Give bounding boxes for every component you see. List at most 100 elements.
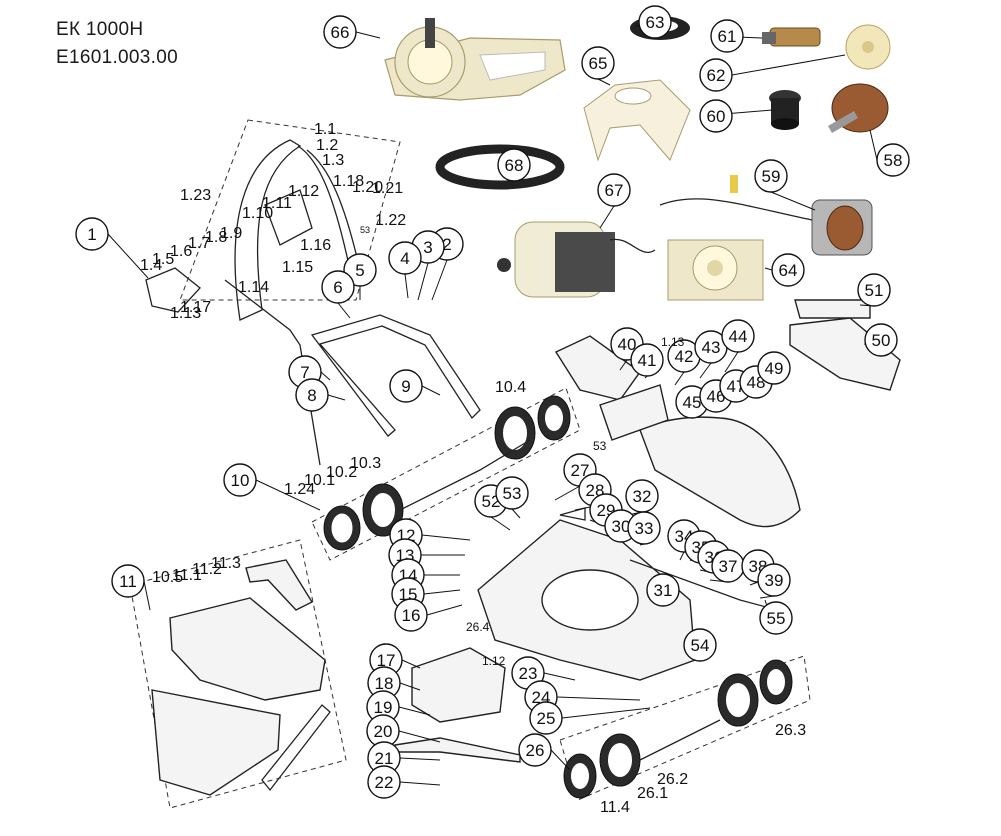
callout-number: 64 bbox=[779, 261, 798, 280]
leader-line bbox=[869, 129, 878, 161]
part-number: 1.20 bbox=[352, 179, 383, 196]
leader-line bbox=[724, 351, 739, 373]
callout-26: 26 bbox=[518, 733, 552, 767]
callout-circle bbox=[597, 173, 631, 207]
callout-circle bbox=[321, 270, 355, 304]
callout-22: 22 bbox=[367, 765, 401, 799]
housing-photo bbox=[667, 239, 764, 301]
callout-circle bbox=[75, 217, 109, 251]
leader-line bbox=[511, 508, 521, 519]
callout-number: 18 bbox=[375, 674, 394, 693]
callout-circle bbox=[721, 319, 755, 353]
callout-number: 33 bbox=[635, 519, 654, 538]
callout-circle bbox=[627, 511, 661, 545]
leader-line bbox=[399, 781, 441, 786]
callout-circle bbox=[771, 253, 805, 287]
callout-circle bbox=[323, 15, 357, 49]
leader-line bbox=[770, 191, 816, 211]
callout-42: 42 bbox=[667, 339, 701, 373]
leader-line bbox=[556, 696, 641, 701]
part-number: 1.12 bbox=[482, 654, 506, 668]
part-number: 1.4 bbox=[140, 257, 162, 274]
callout-30: 30 bbox=[604, 509, 638, 543]
callout-number: 19 bbox=[374, 698, 393, 717]
callout-number: 2 bbox=[442, 235, 451, 254]
part-number: 11.1 bbox=[172, 567, 202, 584]
callout-51: 51 bbox=[857, 273, 891, 307]
front-wheel-left bbox=[323, 505, 361, 551]
callout-41: 41 bbox=[630, 343, 664, 377]
part-number: 10.3 bbox=[350, 455, 381, 472]
callout-number: 5 bbox=[355, 261, 364, 280]
leader-line bbox=[320, 371, 331, 381]
callout-circle bbox=[683, 628, 717, 662]
model-name: ЕК 1000Н bbox=[56, 19, 144, 40]
callout-number: 53 bbox=[503, 484, 522, 503]
callout-number: 37 bbox=[719, 557, 738, 576]
front-wheel-right bbox=[362, 483, 404, 537]
part-number: 1.23 bbox=[180, 187, 211, 204]
callout-67: 67 bbox=[597, 173, 631, 207]
leader-line bbox=[143, 580, 151, 611]
callout-18: 18 bbox=[367, 666, 401, 700]
leader-line bbox=[426, 604, 463, 616]
mount-photo bbox=[583, 79, 691, 162]
leader-line bbox=[423, 589, 461, 595]
callout-number: 26 bbox=[526, 741, 545, 760]
callout-39: 39 bbox=[757, 563, 791, 597]
callout-number: 49 bbox=[765, 359, 784, 378]
callout-number: 63 bbox=[646, 13, 665, 32]
callout-54: 54 bbox=[683, 628, 717, 662]
part-number: 1.13 bbox=[661, 335, 685, 349]
leader-line bbox=[355, 31, 381, 39]
callout-68: 68 bbox=[497, 148, 531, 182]
callout-8: 8 bbox=[295, 378, 329, 412]
part-number: 1.17 bbox=[180, 299, 211, 316]
part-number: 1.15 bbox=[282, 259, 313, 276]
callout-number: 17 bbox=[377, 651, 396, 670]
callout-number: 8 bbox=[307, 386, 316, 405]
callout-number: 41 bbox=[638, 351, 657, 370]
leader-line bbox=[421, 534, 471, 541]
callout-circle bbox=[699, 99, 733, 133]
callout-number: 45 bbox=[683, 393, 702, 412]
callout-31: 31 bbox=[646, 573, 680, 607]
leader-line bbox=[490, 516, 511, 531]
part-number: 1.12 bbox=[288, 183, 319, 200]
front-wheel-upper bbox=[494, 395, 571, 460]
callout-number: 23 bbox=[519, 664, 538, 683]
rear-wheel-upper bbox=[717, 659, 793, 727]
model-code: E1601.003.00 bbox=[56, 47, 178, 68]
callout-number: 20 bbox=[374, 722, 393, 741]
part-number: 1.18 bbox=[333, 173, 364, 190]
leader-line bbox=[327, 394, 346, 401]
callout-number: 55 bbox=[767, 609, 786, 628]
callout-21: 21 bbox=[367, 741, 401, 775]
part-number: 1.5 bbox=[152, 251, 174, 268]
callout-circle bbox=[638, 5, 672, 39]
callout-circle bbox=[630, 343, 664, 377]
callout-number: 11 bbox=[119, 572, 137, 591]
fan-photo bbox=[845, 24, 891, 70]
callout-number: 60 bbox=[707, 107, 726, 126]
callout-number: 68 bbox=[505, 156, 524, 175]
leader-line bbox=[561, 707, 651, 719]
leader-line bbox=[417, 262, 429, 301]
callout-number: 62 bbox=[707, 66, 726, 85]
callout-32: 32 bbox=[625, 479, 659, 513]
callout-number: 65 bbox=[589, 54, 608, 73]
part-number: 10.4 bbox=[495, 379, 526, 396]
callout-number: 6 bbox=[333, 278, 342, 297]
callout-circle bbox=[646, 573, 680, 607]
callout-55: 55 bbox=[759, 601, 793, 635]
callout-circle bbox=[757, 351, 791, 385]
callout-circle bbox=[581, 46, 615, 80]
leader-line bbox=[398, 706, 431, 716]
leader-line bbox=[337, 302, 351, 319]
callout-44: 44 bbox=[721, 319, 755, 353]
part-number: 1.1 bbox=[314, 121, 336, 138]
leader-line bbox=[255, 479, 321, 511]
callout-number: 58 bbox=[884, 151, 903, 170]
leader-line bbox=[543, 672, 576, 681]
callout-circle bbox=[111, 564, 145, 598]
